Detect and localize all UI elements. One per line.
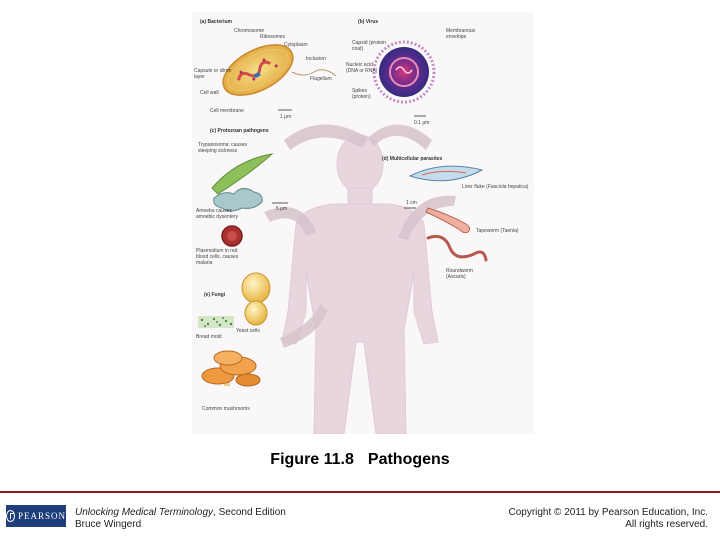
label-chromosome: Chromosome xyxy=(234,28,265,34)
human-silhouette xyxy=(281,134,439,434)
label-capsid: Capsid (protein coat) xyxy=(352,40,386,52)
label-plasmodium: Plasmodium in red blood cells, causes ma… xyxy=(196,248,239,266)
book-author: Bruce Wingerd xyxy=(75,519,142,530)
pearson-logo-icon xyxy=(6,510,15,522)
multicellular-section-label: (d) Multicellular parasites xyxy=(382,156,443,162)
virus-section-label: (b) Virus xyxy=(358,19,378,25)
label-cytoplasm: Cytoplasm xyxy=(284,42,308,48)
label-ribosomes: Ribosomes xyxy=(260,34,286,40)
label-roundworm: Roundworm (Ascaris) xyxy=(446,268,473,280)
label-inclusion: Inclusion xyxy=(306,56,326,62)
figure-title: Pathogens xyxy=(367,451,450,468)
label-capsule: Capsule or slime layer xyxy=(194,68,232,80)
label-cell-membrane: Cell membrane xyxy=(210,108,244,114)
label-tapeworm: Tapeworm (Taenia) xyxy=(476,228,519,234)
label-bacterium-scale: 1 μm xyxy=(280,114,292,120)
label-liver-fluke: Liver fluke (Fasciola hepatica) xyxy=(462,184,529,190)
figure-number: Figure 11.8 xyxy=(270,451,354,468)
copyright-text: Copyright © 2011 by Pearson Education, I… xyxy=(508,507,708,518)
pearson-logo-text: PEARSON xyxy=(17,511,66,521)
label-mushrooms: Common mushrooms xyxy=(202,406,250,412)
label-flagellum: Flagellum xyxy=(310,76,332,82)
label-membranous-envelope: Membranous envelope xyxy=(446,28,476,40)
label-virus-scale: 0.1 μm xyxy=(414,120,430,126)
yeast-icon xyxy=(241,272,271,326)
label-protozoa-scale: 5 μm xyxy=(276,206,288,212)
book-edition: , Second Edition xyxy=(213,507,286,518)
bread-mold-icon xyxy=(198,316,234,328)
trypanosoma-icon xyxy=(211,153,274,195)
liver-fluke-icon xyxy=(408,165,484,182)
bacteria-section-label: (a) Bacterium xyxy=(200,19,233,25)
flagellum-line xyxy=(291,69,337,77)
pathogen-arrows xyxy=(264,124,456,348)
virus-icon xyxy=(372,40,436,104)
label-spikes: Spikes (protein) xyxy=(352,88,371,100)
footer-divider xyxy=(0,491,720,493)
pathogens-illustration: (a) Bacterium (b) Virus (c) Protozoan pa… xyxy=(192,12,534,434)
book-credit: Unlocking Medical Terminology, Second Ed… xyxy=(75,507,286,531)
bacterium-icon xyxy=(222,44,294,96)
label-bread-mold: Bread mold xyxy=(196,334,222,340)
tapeworm-icon xyxy=(425,207,471,234)
label-fluke-scale: 1 cm xyxy=(406,200,417,206)
label-amoeba: Amoeba causes amoebic dysentery xyxy=(196,208,238,220)
fungi-section-label: (e) Fungi xyxy=(204,292,226,298)
label-trypanosoma: Trypanosoma: causes sleeping sickness xyxy=(198,142,248,154)
pathogens-figure: (a) Bacterium (b) Virus (c) Protozoan pa… xyxy=(192,12,534,434)
copyright-notice: Copyright © 2011 by Pearson Education, I… xyxy=(508,507,708,531)
pearson-logo: PEARSON xyxy=(6,505,66,527)
mushrooms-icon xyxy=(201,350,261,387)
book-title: Unlocking Medical Terminology xyxy=(75,507,214,518)
rights-text: All rights reserved. xyxy=(625,519,708,530)
label-nucleic-acid: Nucleic acid (DNA or RNA) xyxy=(346,62,378,74)
figure-caption: Figure 11.8 Pathogens xyxy=(0,451,720,469)
amoeba-icon xyxy=(213,188,263,212)
label-yeast: Yeast cells xyxy=(236,328,260,334)
roundworm-icon xyxy=(426,234,488,262)
label-cell-wall: Cell wall xyxy=(200,90,219,96)
protozoa-section-label: (c) Protozoan pathogens xyxy=(210,128,269,134)
